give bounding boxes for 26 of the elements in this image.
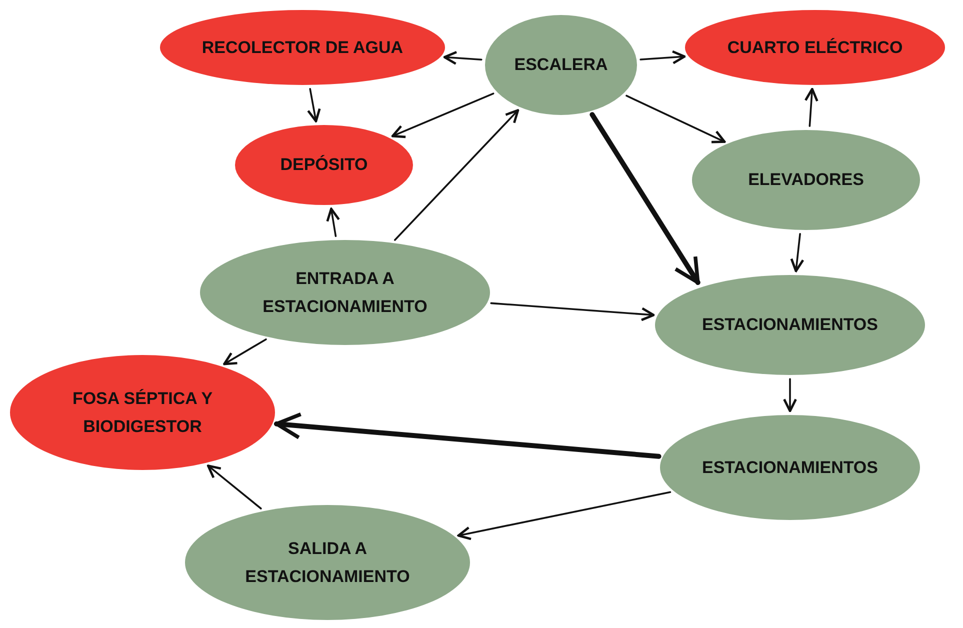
node-label: FOSA SÉPTICA Y BIODIGESTOR <box>71 388 214 438</box>
arrow <box>783 378 797 412</box>
node-label: ENTRADA A ESTACIONAMIENTO <box>262 268 428 318</box>
node-label: DEPÓSITO <box>280 154 368 176</box>
arrow <box>626 94 726 144</box>
arrow <box>391 92 494 138</box>
arrow <box>457 491 672 540</box>
node-label: ESTACIONAMIENTOS <box>702 314 878 336</box>
arrow <box>223 338 267 366</box>
arrow <box>790 233 804 272</box>
arrow <box>590 112 700 285</box>
arrow <box>326 208 340 238</box>
arrow <box>490 302 655 322</box>
arrow <box>804 88 818 127</box>
arrow <box>640 50 686 64</box>
node-label: ELEVADORES <box>748 169 864 192</box>
node-label: ESTACIONAMIENTOS <box>702 456 878 479</box>
node-label: RECOLECTOR DE AGUA <box>202 36 404 59</box>
arrow <box>443 50 482 65</box>
arrow <box>274 412 662 459</box>
arrow <box>394 109 520 241</box>
arrow <box>306 88 321 122</box>
node-label: CUARTO ELÉCTRICO <box>727 36 903 59</box>
node-label: ESCALERA <box>514 54 608 76</box>
arrow <box>206 464 262 510</box>
node-label: SALIDA A ESTACIONAMIENTO <box>244 538 411 588</box>
